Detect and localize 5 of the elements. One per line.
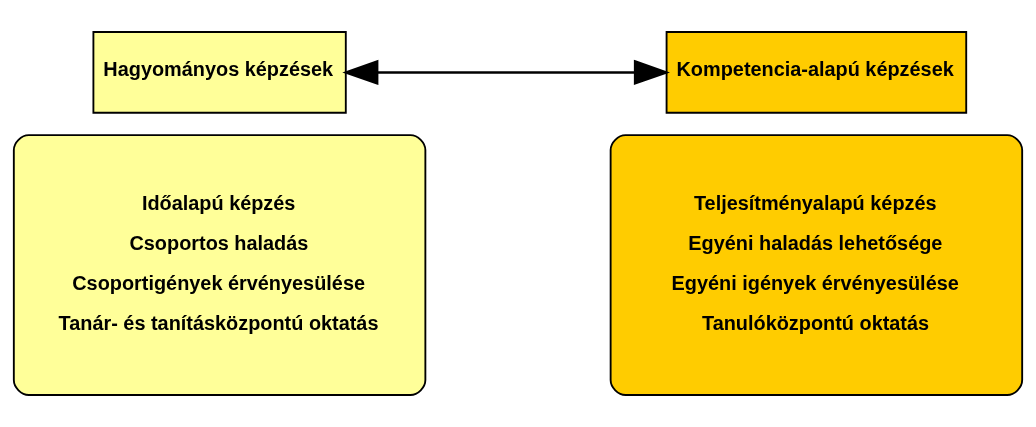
node-box: Kompetencia-alapú képzések xyxy=(665,31,968,114)
node-box: Hagyományos képzések xyxy=(92,31,347,114)
node-box: Teljesítményalapú képzés Egyéni haladás lehetősége Egyéni igények érvényesülése Tanulóközpontú oktatás xyxy=(609,134,1024,396)
node-box: Időalapú képzés Csoportos haladás Csoportigények érvényesülése Tanár- és tanításközpontú oktatás xyxy=(12,134,427,396)
arrow xyxy=(342,59,670,85)
